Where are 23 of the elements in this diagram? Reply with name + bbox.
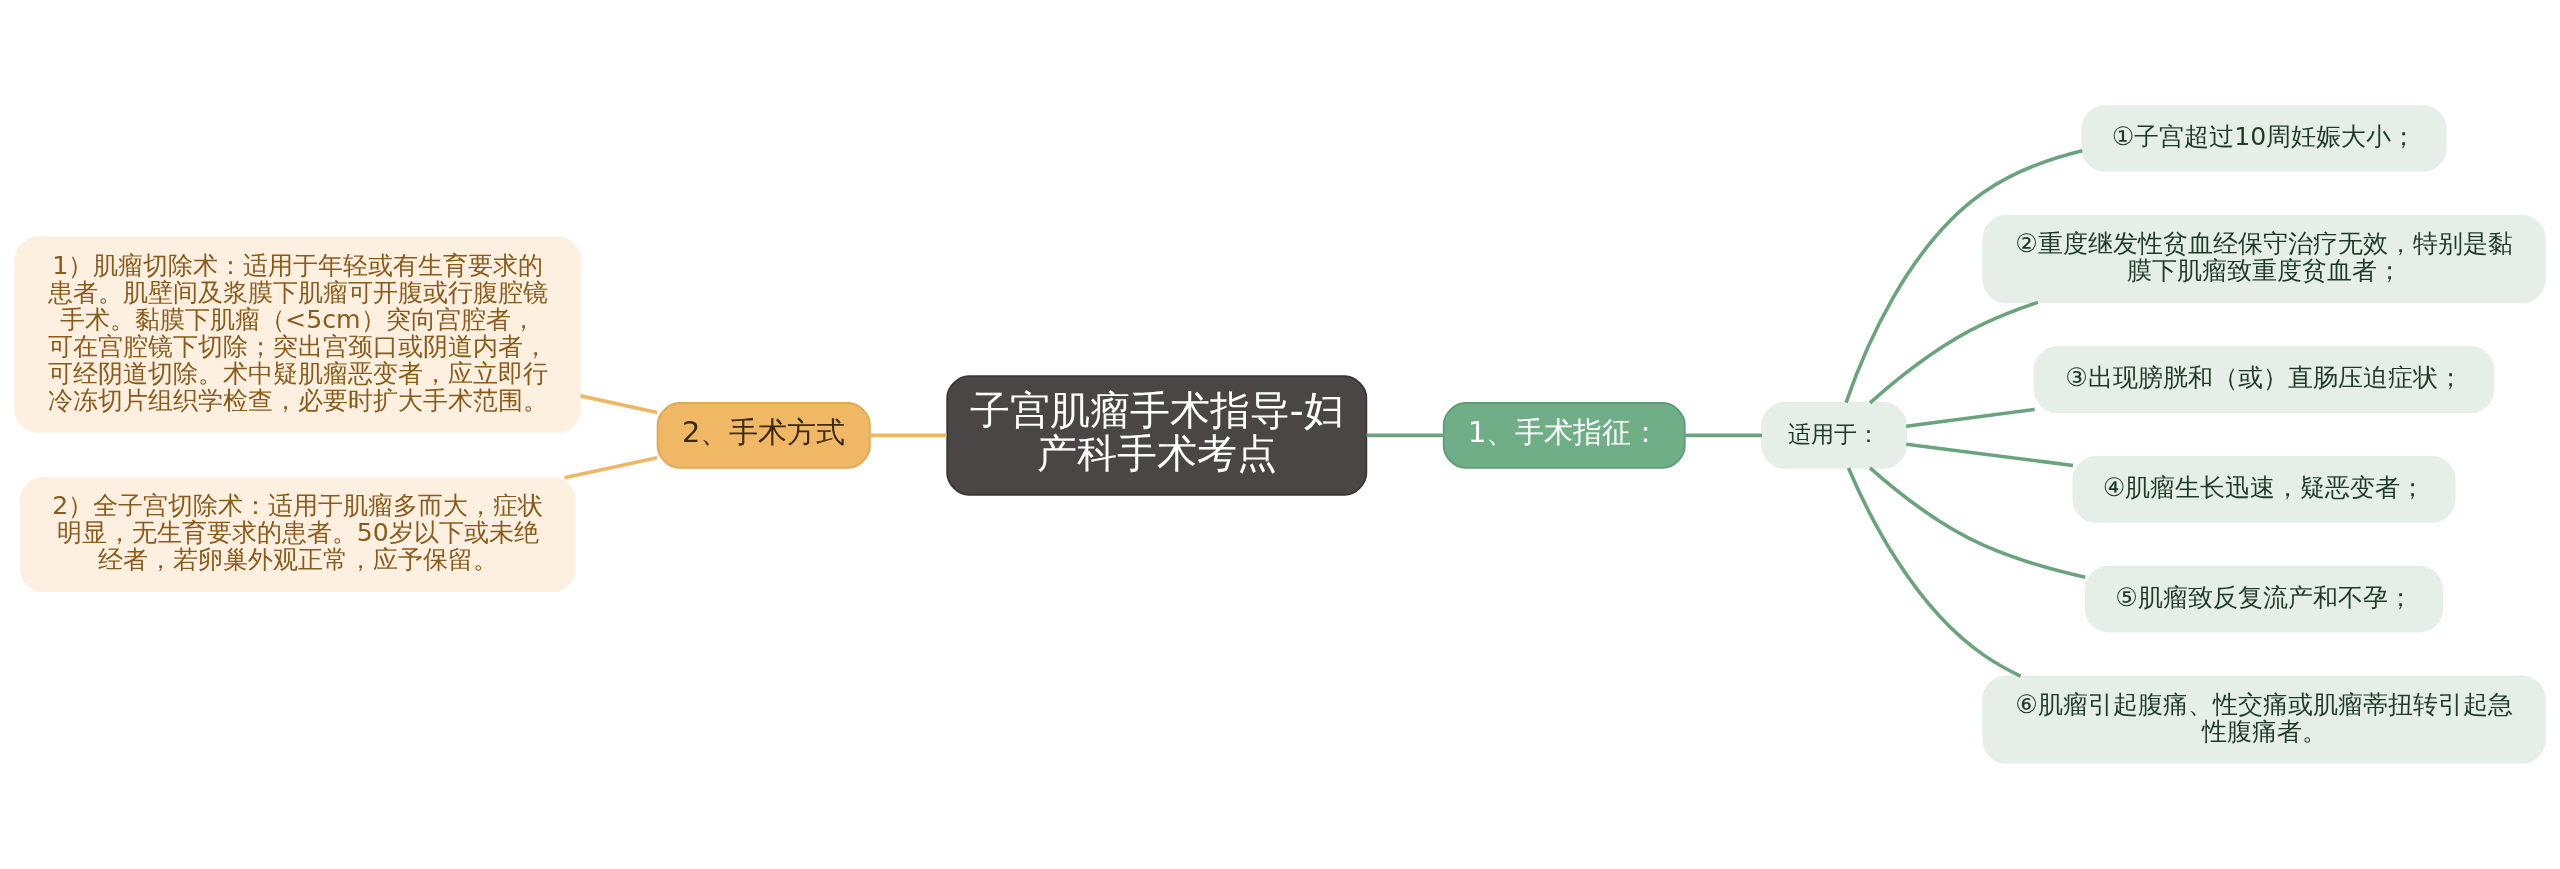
- node-box: ⑤肌瘤致反复流产和不孕；: [2085, 565, 2443, 633]
- node-box: ②重度继发性贫血经保守治疗无效，特别是黏膜下肌瘤致重度贫血者；: [1982, 215, 2546, 304]
- node-box: 2、手术方式: [656, 402, 871, 469]
- connector: [1868, 466, 2086, 579]
- node-box: ⑥肌瘤引起腹痛、性交痛或肌瘤蒂扭转引起急性腹痛者。: [1982, 675, 2546, 764]
- node-box: 适用于：: [1761, 402, 1907, 469]
- connector: [1366, 433, 1444, 438]
- connector: [1844, 148, 2083, 404]
- connector: [1906, 442, 2074, 468]
- connector: [564, 456, 658, 480]
- connector: [1846, 467, 2022, 678]
- node-box: 2）全子宫切除术：适用于肌瘤多而大，症状明显，无生育要求的患者。50岁以下或未绝经者，若卵巢外观正常，应予保留。: [19, 476, 576, 592]
- node-box: ③出现膀胱和（或）直肠压迫症状；: [2033, 346, 2495, 413]
- node-box: 1）肌瘤切除术：适用于年轻或有生育要求的患者。肌壁间及浆膜下肌瘤可开腹或行腹腔镜手术。黏膜下肌瘤（<5cm）突向宫腔者，可在宫腔镜下切除；突出宫颈口或阴道内者，可经阴道切除。术中疑肌瘤恶变者，应立即行冷冻切片组织学检查，必要时扩大手术范围。: [14, 236, 582, 433]
- connector: [1685, 433, 1763, 438]
- node-box: ④肌瘤生长迅速，疑恶变者；: [2072, 456, 2456, 523]
- connector: [869, 433, 947, 438]
- node-box: ①子宫超过10周妊娠大小；: [2081, 105, 2447, 172]
- connector: [1906, 407, 2035, 428]
- connector: [580, 394, 658, 415]
- connector: [1868, 300, 2039, 405]
- node-box: 子宫肌瘤手术指导-妇产科手术考点: [946, 375, 1368, 496]
- node-box: 1、手术指征：: [1442, 402, 1686, 469]
